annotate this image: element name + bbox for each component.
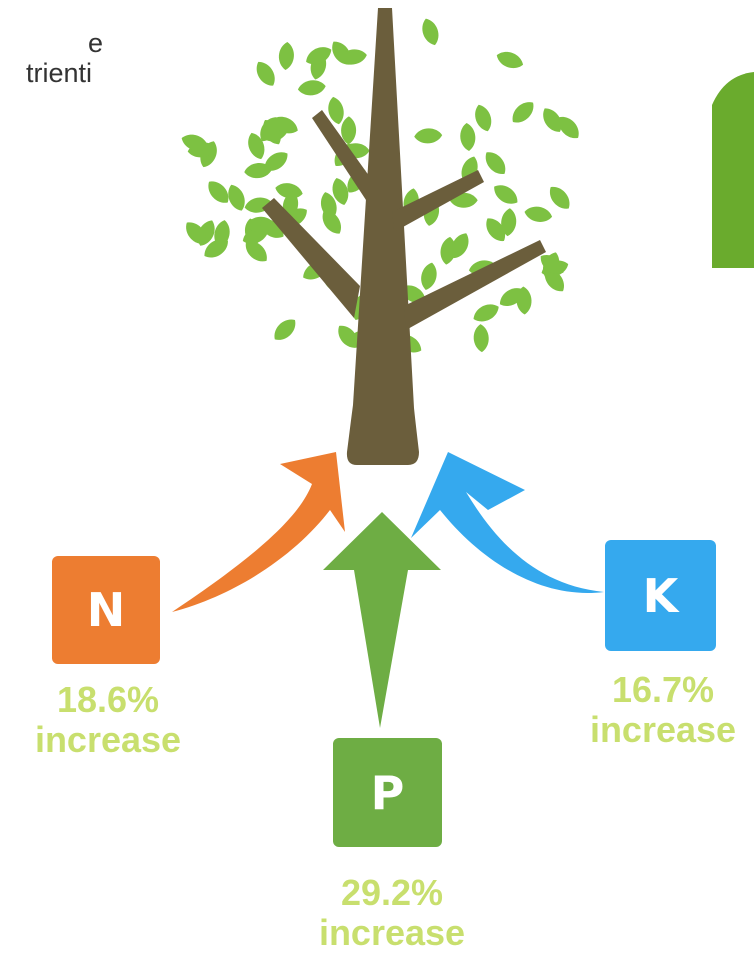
leaf-icon — [245, 241, 267, 262]
p-increase-label: 29.2% increase — [292, 873, 492, 953]
leaf-icon — [181, 134, 209, 151]
leaf-icon — [486, 218, 506, 242]
branch-left-upper — [312, 110, 372, 200]
leaf-icon — [306, 47, 332, 65]
branch-right-lower — [404, 240, 546, 330]
leaf-icon — [256, 61, 275, 86]
k-arrow — [411, 452, 604, 594]
leaf-icon — [297, 80, 326, 96]
leaf-icon — [341, 116, 357, 145]
leaf-icon — [275, 183, 303, 199]
leaf-icon — [186, 222, 206, 244]
leaf-icon — [473, 324, 489, 353]
leaf-icon — [339, 49, 367, 65]
leaf-icon — [558, 116, 579, 139]
cropped-text-line-2: trienti — [26, 58, 93, 88]
p-increase-word: increase — [318, 912, 466, 953]
leaf-icon — [214, 220, 230, 248]
branch-left-lower — [262, 198, 360, 318]
leaf-icon — [543, 108, 562, 132]
leaf-icon — [414, 128, 443, 144]
leaf-icon — [260, 117, 279, 142]
k-increase-label: 16.7% increase — [563, 670, 754, 750]
leaf-icon — [248, 132, 265, 160]
leaf-icon — [512, 102, 534, 123]
k-percent: 16.7% — [611, 669, 715, 710]
nutrient-badge-k: K — [605, 540, 716, 651]
leaf-icon — [332, 178, 349, 205]
k-increase-word: increase — [589, 709, 737, 750]
leaf-icon — [475, 104, 492, 132]
p-percent: 29.2% — [340, 872, 444, 913]
nutrient-badge-n: N — [52, 556, 160, 664]
cropped-text-line-1: e — [88, 28, 104, 58]
tree-icon — [262, 8, 546, 465]
leaf-icon — [496, 51, 524, 69]
branch-right-upper — [392, 170, 484, 232]
leaf-icon — [540, 255, 564, 274]
n-increase-word: increase — [34, 719, 182, 760]
leaf-icon — [440, 236, 456, 265]
side-panel-shape — [712, 72, 754, 268]
nutrient-badge-p: P — [333, 738, 442, 847]
leaf-icon — [421, 262, 437, 290]
leaf-icon — [485, 152, 506, 174]
n-increase-label: 18.6% increase — [8, 680, 208, 760]
leaf-icon — [549, 187, 570, 209]
leaf-icon — [228, 184, 245, 211]
leaf-icon — [328, 96, 344, 125]
leaf-icon — [460, 123, 476, 151]
leaf-icon — [274, 319, 296, 340]
leaf-icon — [516, 286, 532, 315]
leaf-icon — [338, 325, 358, 348]
leaf-icon — [322, 210, 341, 234]
leaf-icon — [473, 304, 499, 322]
leaf-icon — [208, 181, 229, 203]
leaf-icon — [544, 269, 564, 292]
n-percent: 18.6% — [56, 679, 160, 720]
leaf-icon — [244, 163, 273, 179]
tree-trunk — [346, 8, 419, 465]
leaf-icon — [501, 208, 517, 237]
leaf-icon — [264, 152, 288, 171]
n-arrow — [172, 452, 345, 612]
leaf-icon — [278, 42, 294, 70]
leaf-icon — [524, 206, 553, 222]
p-arrow — [323, 512, 441, 728]
leaf-icon — [422, 18, 439, 46]
leaf-icon — [451, 233, 469, 259]
leaf-icon — [494, 185, 518, 204]
